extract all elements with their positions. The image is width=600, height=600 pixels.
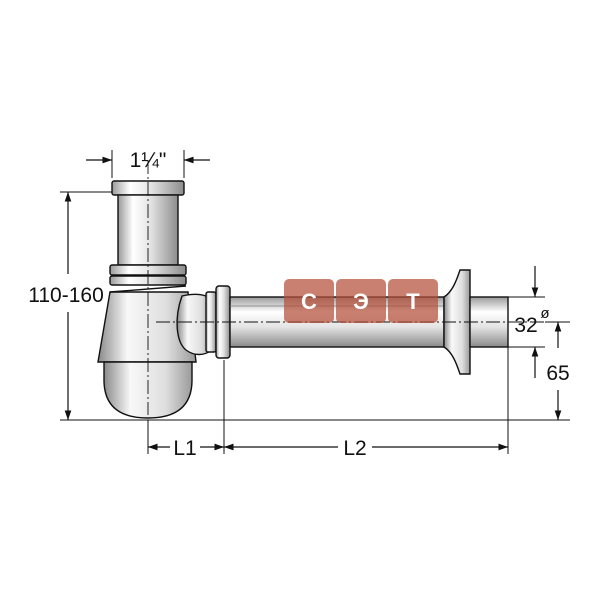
- dimension-labels: 1¼" 110-160 L1 L2 32 ø 65: [28, 149, 569, 460]
- watermark-logo: [284, 279, 438, 323]
- dimension-lines: [64, 156, 562, 451]
- elbow-shell: [176, 293, 213, 356]
- label-top-width: 1¼": [130, 149, 167, 172]
- label-l1: L1: [173, 437, 196, 460]
- label-pipe-diameter: 32: [514, 314, 537, 337]
- label-height-range: 110-160: [28, 284, 104, 307]
- trap-cone: [97, 291, 197, 363]
- label-l2: L2: [343, 437, 366, 460]
- label-wall-offset: 65: [546, 362, 569, 385]
- watermark-letter-2: Э: [353, 289, 369, 314]
- watermark-box-3: [388, 279, 438, 323]
- watermark-letter-1: С: [301, 289, 317, 314]
- label-diameter-symbol: ø: [540, 305, 549, 322]
- watermark-letters: С Э Т: [301, 289, 420, 314]
- watermark-box-2: [336, 279, 386, 323]
- watermark-box-1: [284, 279, 334, 323]
- trap-elbow: [176, 285, 231, 359]
- watermark-letter-3: Т: [406, 289, 420, 314]
- rosette-cone: [443, 269, 471, 375]
